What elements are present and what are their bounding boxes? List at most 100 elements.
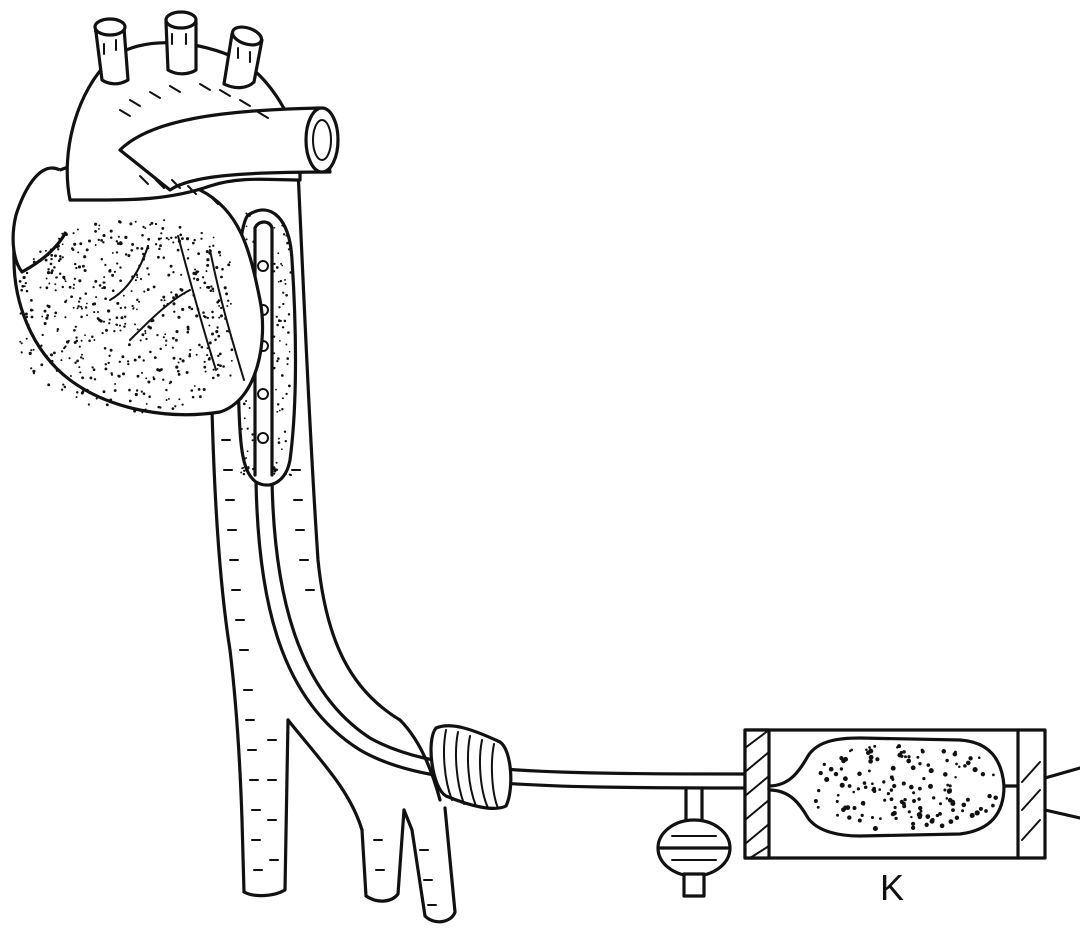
stipple-dot	[911, 826, 915, 830]
stipple-dot	[110, 230, 113, 233]
stipple-dot	[203, 388, 206, 391]
stipple-dot	[206, 258, 209, 261]
stipple-dot	[70, 295, 73, 298]
stipple-dot	[45, 259, 48, 262]
stipple-dot	[918, 762, 921, 765]
stipple-dot	[94, 230, 97, 233]
stipple-dot	[863, 781, 867, 785]
stipple-dot	[122, 372, 125, 375]
stipple-dot	[77, 229, 79, 231]
stipple-dot	[212, 316, 215, 319]
stipple-dot	[840, 767, 843, 770]
stipple-dot	[873, 745, 876, 748]
stipple-dot	[96, 398, 98, 400]
stipple-dot	[140, 339, 142, 341]
stipple-dot	[61, 350, 63, 352]
stipple-dot	[135, 279, 137, 281]
stipple-dot	[62, 243, 64, 245]
stipple-dot	[871, 782, 874, 785]
stipple-dot	[148, 273, 150, 275]
stipple-dot	[954, 776, 956, 778]
stipple-dot	[188, 306, 191, 309]
stipple-dot	[147, 288, 150, 291]
stipple-dot	[76, 360, 79, 363]
stipple-dot	[247, 450, 249, 452]
stipple-dot	[148, 395, 151, 398]
stipple-dot	[84, 269, 87, 272]
stipple-dot	[280, 280, 282, 282]
stipple-dot	[29, 352, 32, 355]
stipple-dot	[922, 777, 925, 780]
stipple-dot	[195, 314, 198, 317]
stipple-dot	[911, 765, 916, 770]
stipple-dot	[288, 313, 290, 315]
stipple-dot	[882, 780, 885, 783]
stipple-dot	[912, 799, 916, 803]
stipple-dot	[975, 810, 980, 815]
stipple-dot	[219, 254, 221, 256]
stipple-dot	[281, 265, 283, 267]
stipple-dot	[193, 239, 195, 241]
stipple-dot	[111, 374, 113, 376]
stipple-dot	[145, 377, 147, 379]
stipple-dot	[225, 292, 228, 295]
stipple-dot	[65, 300, 67, 302]
stipple-dot	[212, 245, 214, 247]
stipple-dot	[837, 794, 840, 797]
stipple-dot	[19, 280, 22, 283]
stipple-dot	[175, 236, 177, 238]
stipple-dot	[191, 389, 194, 392]
stipple-dot	[178, 398, 180, 400]
stipple-dot	[866, 751, 870, 755]
stipple-dot	[79, 346, 81, 348]
stipple-dot	[281, 408, 283, 410]
stipple-dot	[203, 366, 206, 369]
stipple-dot	[58, 242, 60, 244]
stipple-dot	[209, 341, 212, 344]
stipple-dot	[128, 389, 131, 392]
stipple-dot	[81, 392, 84, 395]
stipple-dot	[207, 317, 209, 319]
stipple-dot	[33, 261, 36, 264]
stipple-dot	[284, 227, 286, 229]
stipple-dot	[166, 237, 168, 239]
stipple-dot	[104, 235, 106, 237]
stipple-dot	[165, 340, 167, 342]
stipple-dot	[64, 386, 67, 389]
stipple-dot	[150, 320, 153, 323]
stipple-dot	[286, 242, 289, 245]
stipple-dot	[163, 219, 165, 221]
stipple-dot	[209, 246, 211, 248]
stipple-dot	[220, 307, 222, 309]
stipple-dot	[86, 303, 88, 305]
stipple-dot	[73, 329, 76, 332]
stipple-dot	[940, 823, 945, 828]
stipple-dot	[73, 307, 75, 309]
stipple-dot	[211, 311, 214, 314]
stipple-dot	[189, 349, 191, 351]
stipple-dot	[275, 389, 277, 391]
stipple-dot	[50, 248, 53, 251]
stipple-dot	[939, 802, 942, 805]
stipple-dot	[106, 403, 109, 406]
stipple-dot	[280, 263, 282, 265]
stipple-dot	[241, 467, 243, 469]
stipple-dot	[932, 796, 935, 799]
stipple-dot	[93, 368, 96, 371]
stipple-dot	[146, 267, 148, 269]
stipple-dot	[918, 806, 922, 810]
stipple-dot	[19, 341, 21, 343]
stipple-dot	[247, 467, 250, 470]
stipple-dot	[85, 306, 88, 309]
stipple-dot	[30, 367, 32, 369]
stipple-dot	[53, 266, 56, 269]
stipple-dot	[71, 247, 74, 250]
stipple-dot	[218, 317, 220, 319]
stipple-dot	[56, 330, 58, 332]
stipple-dot	[824, 777, 829, 782]
stipple-dot	[154, 356, 157, 359]
stipple-dot	[169, 382, 171, 384]
stipple-dot	[890, 797, 894, 801]
stipple-dot	[929, 768, 934, 773]
stipple-dot	[274, 227, 276, 229]
